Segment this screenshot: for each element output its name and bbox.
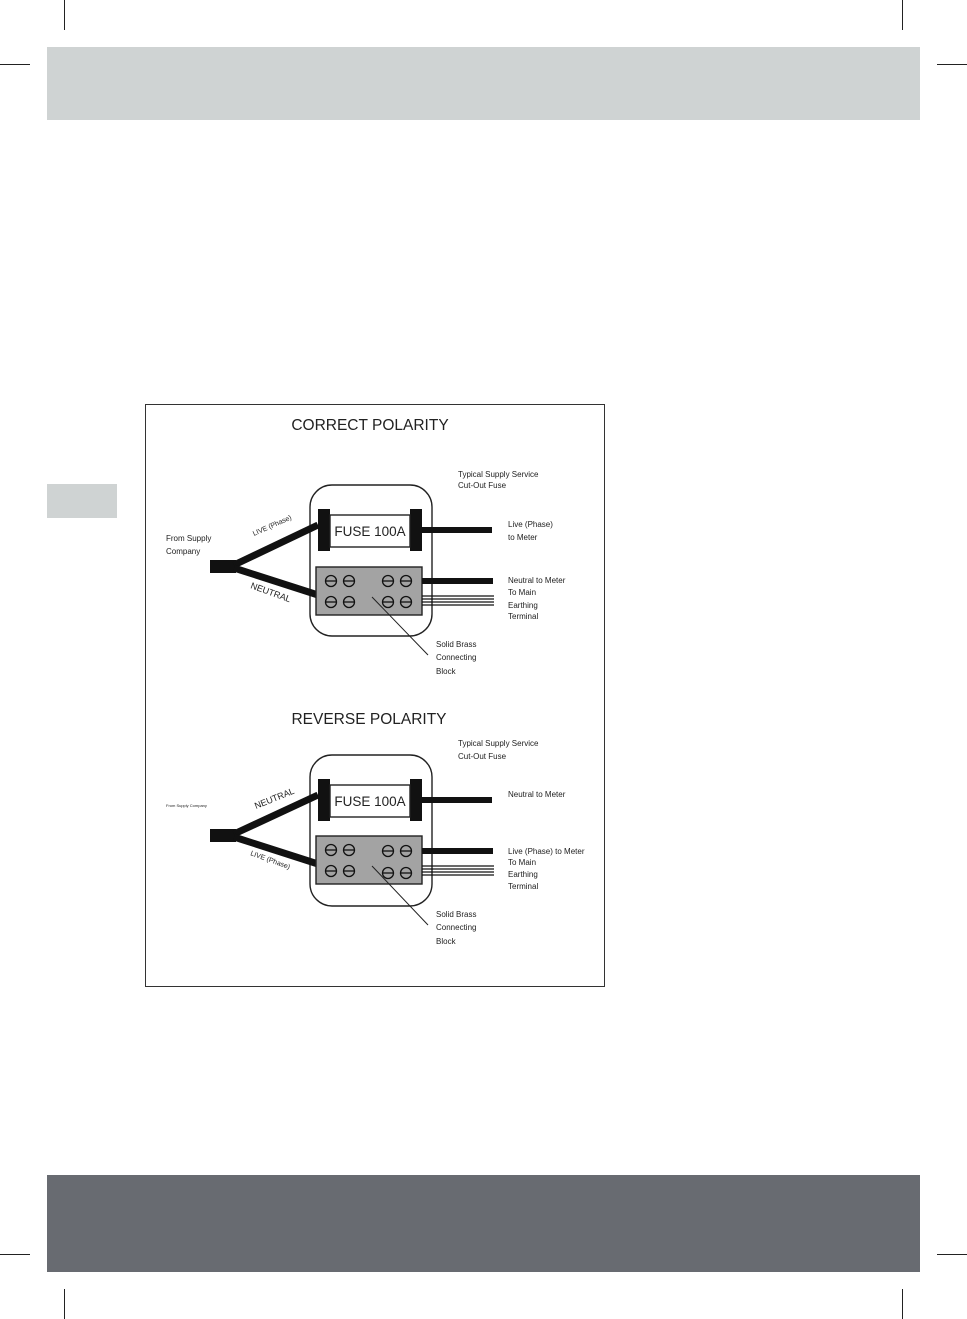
footer-bar — [47, 1175, 920, 1272]
block-label: Connecting — [436, 923, 476, 932]
crop-mark — [0, 1254, 30, 1255]
service-fuse-label: Cut-Out Fuse — [458, 481, 507, 490]
out-label: Earthing — [508, 870, 538, 879]
neutral-wire — [232, 791, 320, 838]
supply-label: Company — [166, 547, 200, 556]
block-screws — [324, 574, 413, 609]
block-label: Block — [436, 667, 457, 676]
out-label: Neutral to Meter — [508, 576, 566, 585]
out-label: Live (Phase) to Meter — [508, 847, 585, 856]
crop-mark — [937, 64, 967, 65]
crop-mark — [902, 1289, 903, 1319]
block-label: Connecting — [436, 653, 476, 662]
side-tab — [47, 484, 117, 518]
out-label: Neutral to Meter — [508, 790, 566, 799]
out-label: Live (Phase) — [508, 520, 553, 529]
polarity-diagram: CORRECT POLARITY Typical Supply Service … — [145, 404, 605, 987]
service-fuse-label: Typical Supply Service — [458, 739, 539, 748]
crop-mark — [0, 64, 30, 65]
live-wire — [232, 833, 320, 868]
out-label: to Meter — [508, 533, 538, 542]
fuse-body — [329, 784, 411, 818]
supply-label: From Supply — [166, 534, 211, 543]
fuse-label: FUSE 100A — [334, 794, 405, 809]
neutral-wire — [232, 564, 320, 599]
supply-cable — [210, 829, 236, 842]
out-label: Terminal — [508, 882, 538, 891]
reverse-polarity-section: REVERSE POLARITY Typical Supply Service … — [166, 711, 585, 946]
supply-cable — [210, 560, 236, 573]
earth-out-wires — [422, 865, 494, 876]
crop-mark — [64, 1289, 65, 1319]
block-leader-line — [371, 596, 429, 656]
fuse-end-cap — [318, 779, 330, 821]
fuse-end-cap — [318, 509, 330, 551]
crop-mark — [902, 0, 903, 30]
reverse-polarity-title: REVERSE POLARITY — [291, 711, 446, 728]
out-label: To Main — [508, 858, 536, 867]
earth-out-wires — [422, 595, 494, 606]
block-label: Block — [436, 937, 457, 946]
block-label: Solid Brass — [436, 640, 476, 649]
supply-label: From Supply Company — [166, 803, 207, 808]
service-fuse-label: Typical Supply Service — [458, 470, 539, 479]
block-screws — [324, 843, 413, 880]
crop-mark — [64, 0, 65, 30]
live-wire — [232, 521, 320, 569]
block-label: Solid Brass — [436, 910, 476, 919]
out-label: To Main — [508, 588, 536, 597]
correct-polarity-section: CORRECT POLARITY Typical Supply Service … — [166, 417, 566, 676]
out-label: Earthing — [508, 601, 538, 610]
fuse-body — [329, 514, 411, 548]
correct-polarity-title: CORRECT POLARITY — [291, 417, 448, 434]
header-bar — [47, 47, 920, 120]
out-label: Terminal — [508, 612, 538, 621]
fuse-label: FUSE 100A — [334, 524, 405, 539]
fuse-end-cap — [410, 779, 422, 821]
crop-mark — [937, 1254, 967, 1255]
live-wire-label: LIVE (Phase) — [252, 514, 293, 537]
block-leader-line — [371, 865, 429, 926]
polarity-diagram-svg: CORRECT POLARITY Typical Supply Service … — [166, 417, 585, 946]
service-fuse-label: Cut-Out Fuse — [458, 752, 507, 761]
fuse-end-cap — [410, 509, 422, 551]
